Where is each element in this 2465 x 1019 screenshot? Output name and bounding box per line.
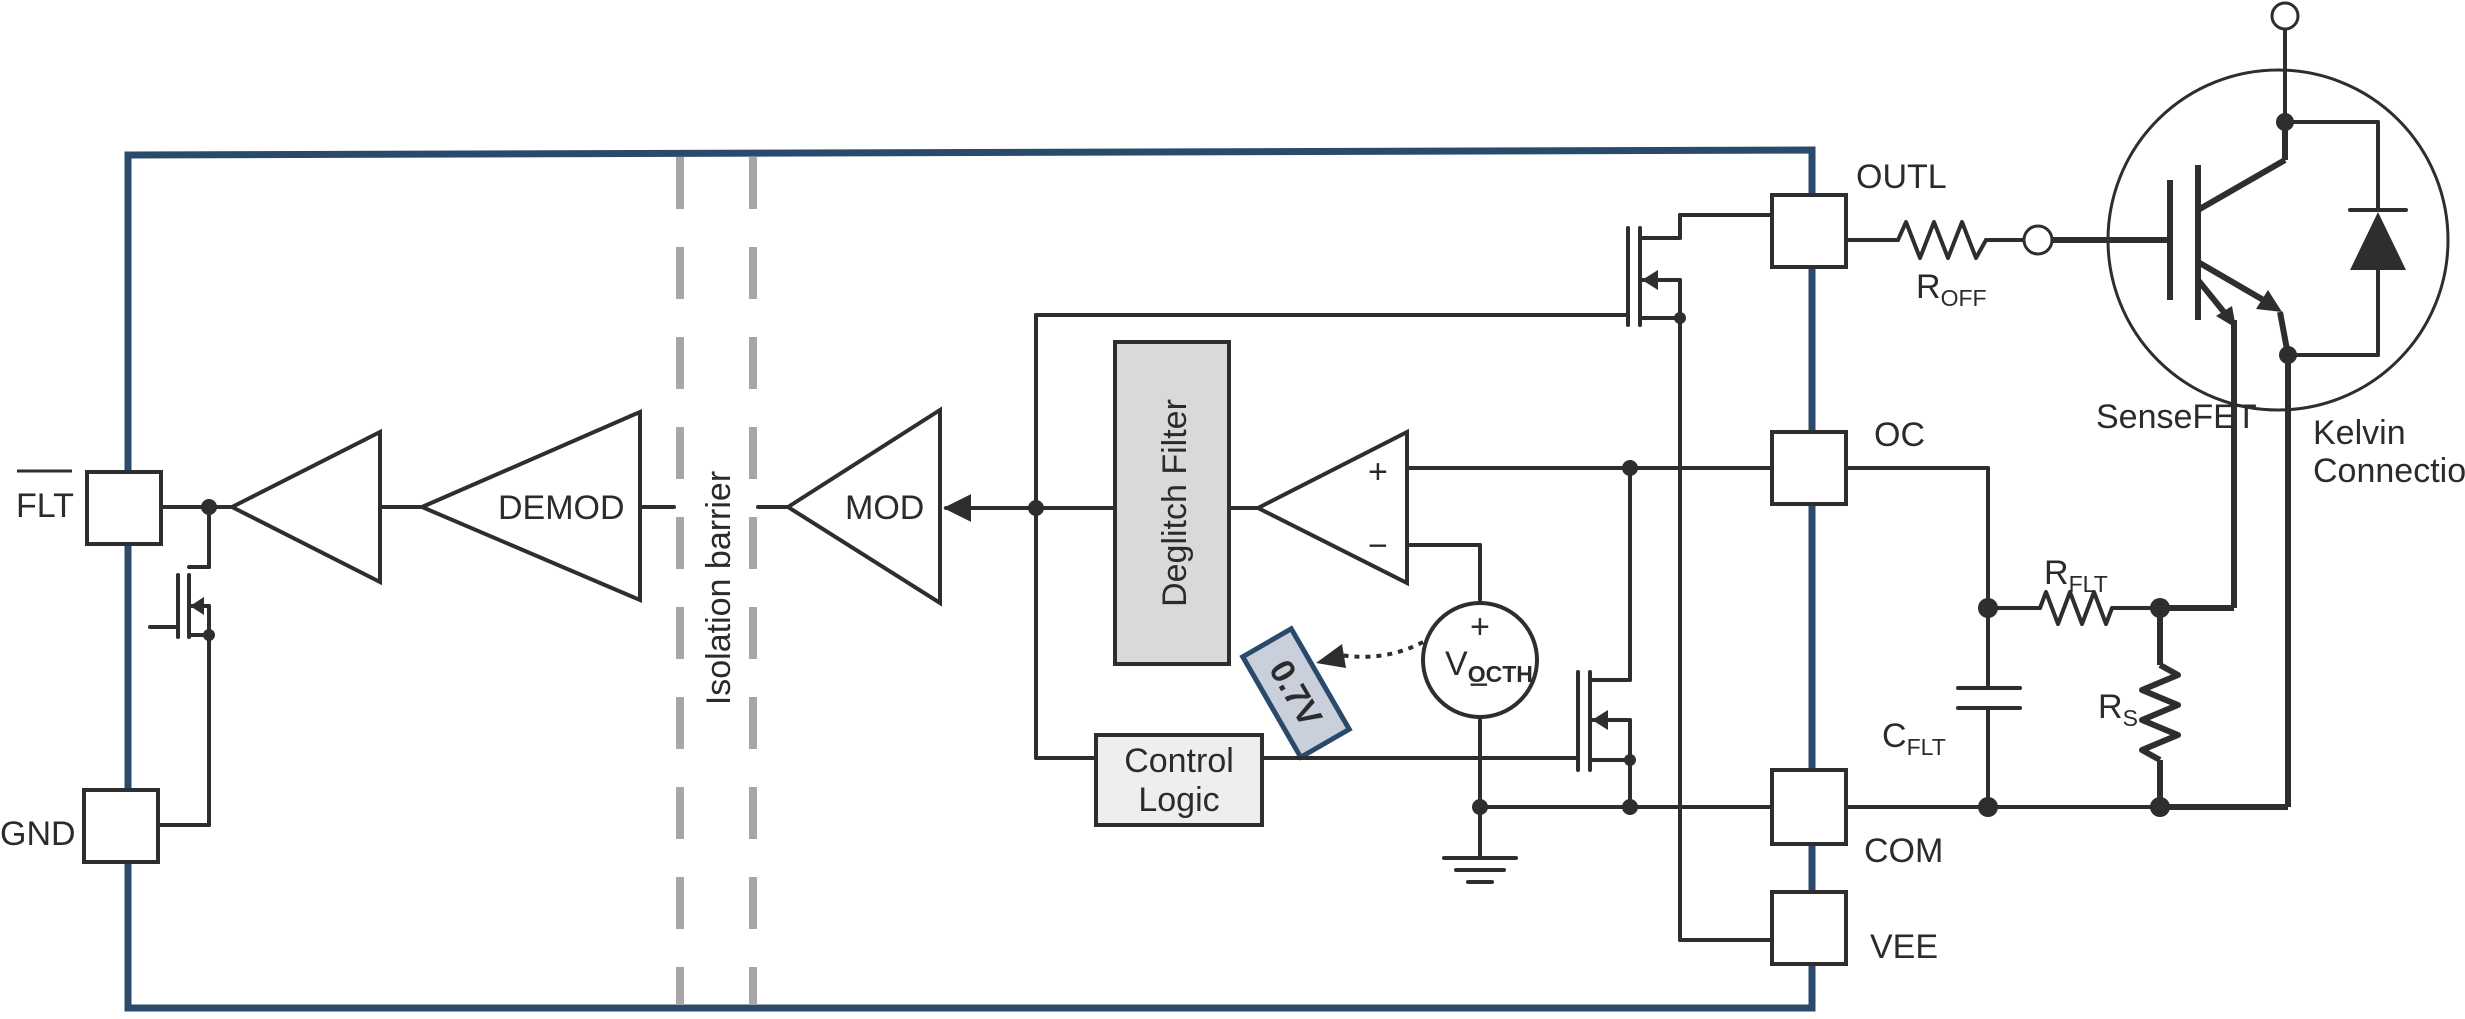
- threshold-arrowhead: [1316, 644, 1346, 668]
- com-pin: [1770, 768, 1848, 846]
- flt-mosfet: [148, 505, 215, 641]
- rflt-label: RFLT: [2044, 554, 2108, 597]
- kelvin-label-2: Connection: [2313, 452, 2465, 490]
- isolation-barrier-dashes: [676, 157, 757, 1005]
- vocth-minus: −: [1469, 666, 1489, 704]
- vocth-plus: +: [1470, 608, 1490, 646]
- comparator-minus: −: [1368, 527, 1388, 565]
- control-logic-block: [1094, 733, 1264, 827]
- igbt-package: [2106, 68, 2450, 412]
- gnd-pin-label: GND: [0, 815, 76, 853]
- com-node-cflt: [1978, 797, 1998, 817]
- comparator-plus: +: [1368, 453, 1388, 491]
- deglitch-filter-block: [1113, 340, 1231, 666]
- vocth-symbol: VOCTH: [1445, 645, 1533, 687]
- rs-label: RS: [2098, 688, 2138, 731]
- outl-pin-label: OUTL: [1856, 158, 1947, 196]
- com-node-rs: [2150, 797, 2170, 817]
- mod-label: MOD: [845, 489, 924, 527]
- threshold-leader: [1339, 640, 1424, 659]
- roff-label: ROFF: [1916, 268, 1987, 311]
- kelvin-label-1: Kelvin: [2313, 414, 2406, 452]
- rflt-resistor: [2038, 590, 2114, 626]
- control-logic-label-1: Control: [1124, 742, 1234, 780]
- package-outline: [124, 146, 1816, 1012]
- mod-block: [784, 406, 942, 607]
- rs-resistor: [2139, 662, 2181, 763]
- deglitch-filter-label: Deglitch Filter: [1156, 399, 1194, 607]
- vee-pin: [1770, 890, 1848, 966]
- outl-mosfet: [1626, 226, 1686, 327]
- flt-pin: [85, 470, 163, 546]
- oc-comparator: [1253, 428, 1409, 587]
- flt-pin-label: FLT: [16, 487, 74, 525]
- cflt-label: CFLT: [1882, 717, 1946, 760]
- sensefet-label: SenseFET: [2096, 398, 2257, 436]
- oc-discharge-mosfet: [1576, 670, 1636, 809]
- outl-pin: [1770, 193, 1848, 269]
- oc-pin: [1770, 430, 1848, 506]
- output-buffer: [227, 428, 382, 586]
- freewheel-diode: [2283, 120, 2408, 357]
- com-pin-label: COM: [1864, 832, 1943, 870]
- ground-symbol: [1442, 856, 1518, 884]
- control-logic-label-2: Logic: [1138, 781, 1219, 819]
- gnd-pin: [82, 788, 160, 864]
- oc-pin-label: OC: [1874, 416, 1925, 454]
- gate-terminal: [2022, 224, 2054, 256]
- vee-pin-label: VEE: [1870, 928, 1938, 966]
- roff-resistor: [1896, 220, 1988, 260]
- igbt-symbol: [2167, 122, 2291, 356]
- demod-label: DEMOD: [498, 489, 625, 527]
- collector-terminal: [2270, 1, 2300, 31]
- isolation-barrier-label: Isolation barrier: [700, 471, 738, 705]
